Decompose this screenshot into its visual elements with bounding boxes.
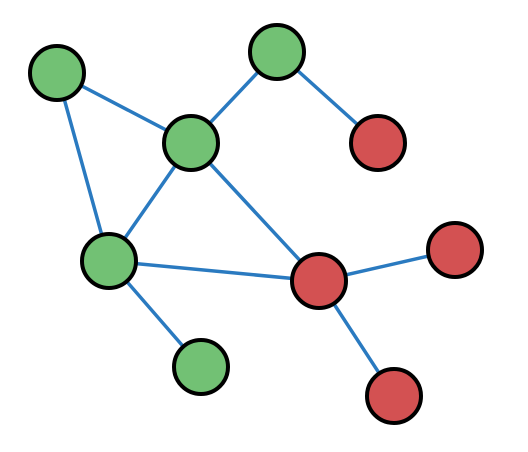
node-red-n8: [426, 221, 484, 279]
node-green-n3: [162, 114, 220, 172]
node-red-n6: [349, 114, 407, 172]
node-red-n7: [290, 252, 348, 310]
edge-n1-n4: [55, 71, 111, 263]
node-red-n9: [365, 367, 423, 425]
node-green-n1: [28, 44, 86, 102]
edge-layer: [55, 50, 457, 398]
edge-n3-n7: [189, 141, 321, 283]
node-layer: [28, 23, 484, 425]
node-green-n4: [80, 232, 138, 290]
node-green-n5: [172, 338, 230, 396]
node-green-n2: [248, 23, 306, 81]
edge-n4-n7: [107, 259, 321, 283]
